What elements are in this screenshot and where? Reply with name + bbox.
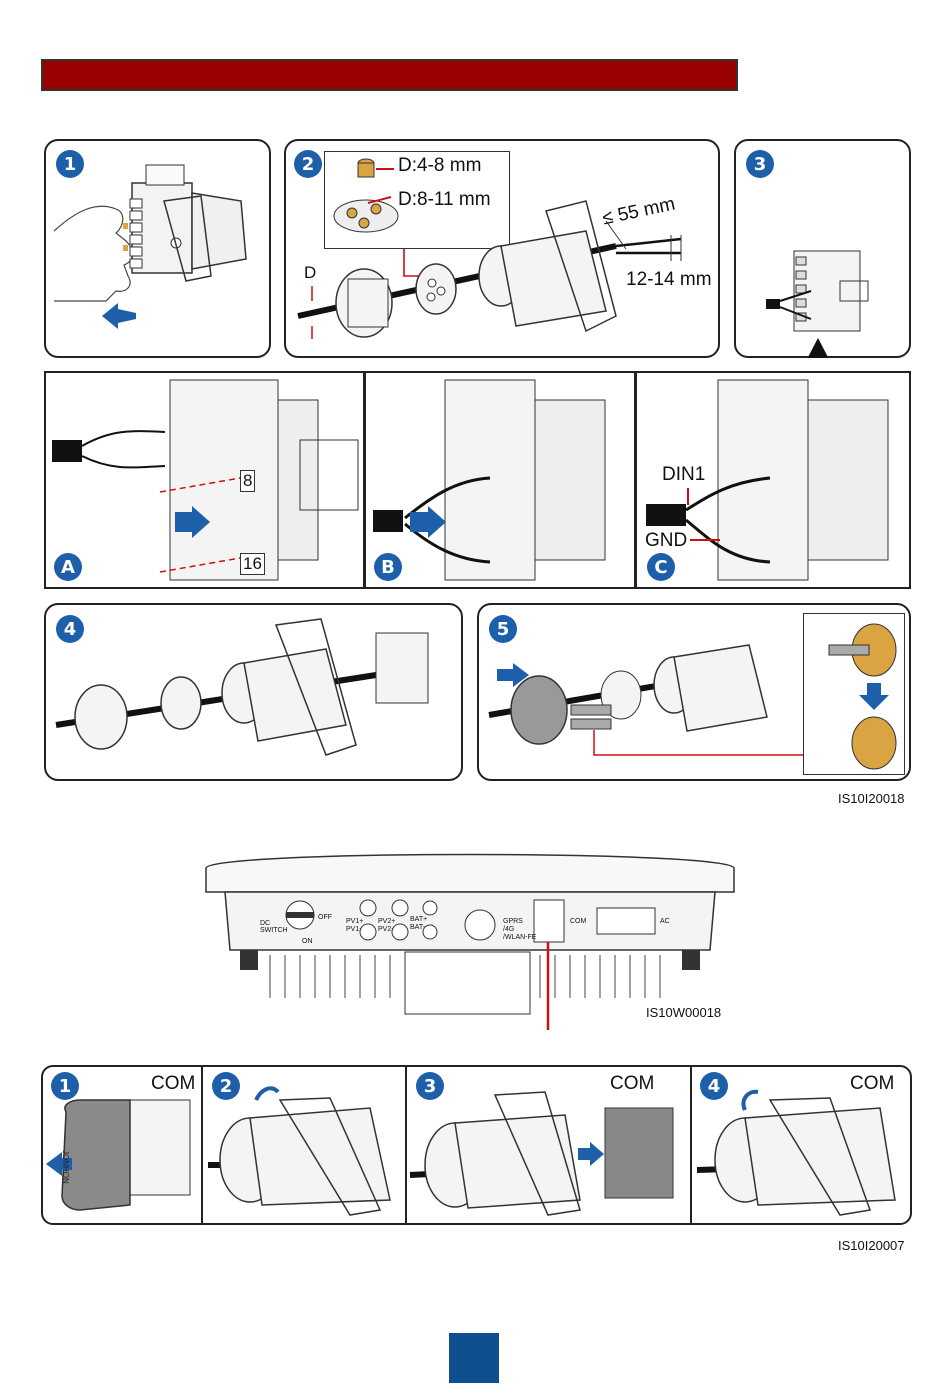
com-step-4-badge: 4 bbox=[700, 1072, 728, 1100]
jonhon-cap-brand: JONHON bbox=[61, 1150, 70, 1184]
com-step-1-badge: 1 bbox=[51, 1072, 79, 1100]
com-label-step-4: COM bbox=[850, 1073, 894, 1095]
com-label-step-1: COM bbox=[151, 1073, 195, 1095]
figure-2-code: IS10I20007 bbox=[838, 1238, 905, 1253]
page-number-block bbox=[449, 1333, 499, 1383]
com-label-step-3: COM bbox=[610, 1073, 654, 1095]
com-step-3-badge: 3 bbox=[416, 1072, 444, 1100]
com-step-2-badge: 2 bbox=[212, 1072, 240, 1100]
